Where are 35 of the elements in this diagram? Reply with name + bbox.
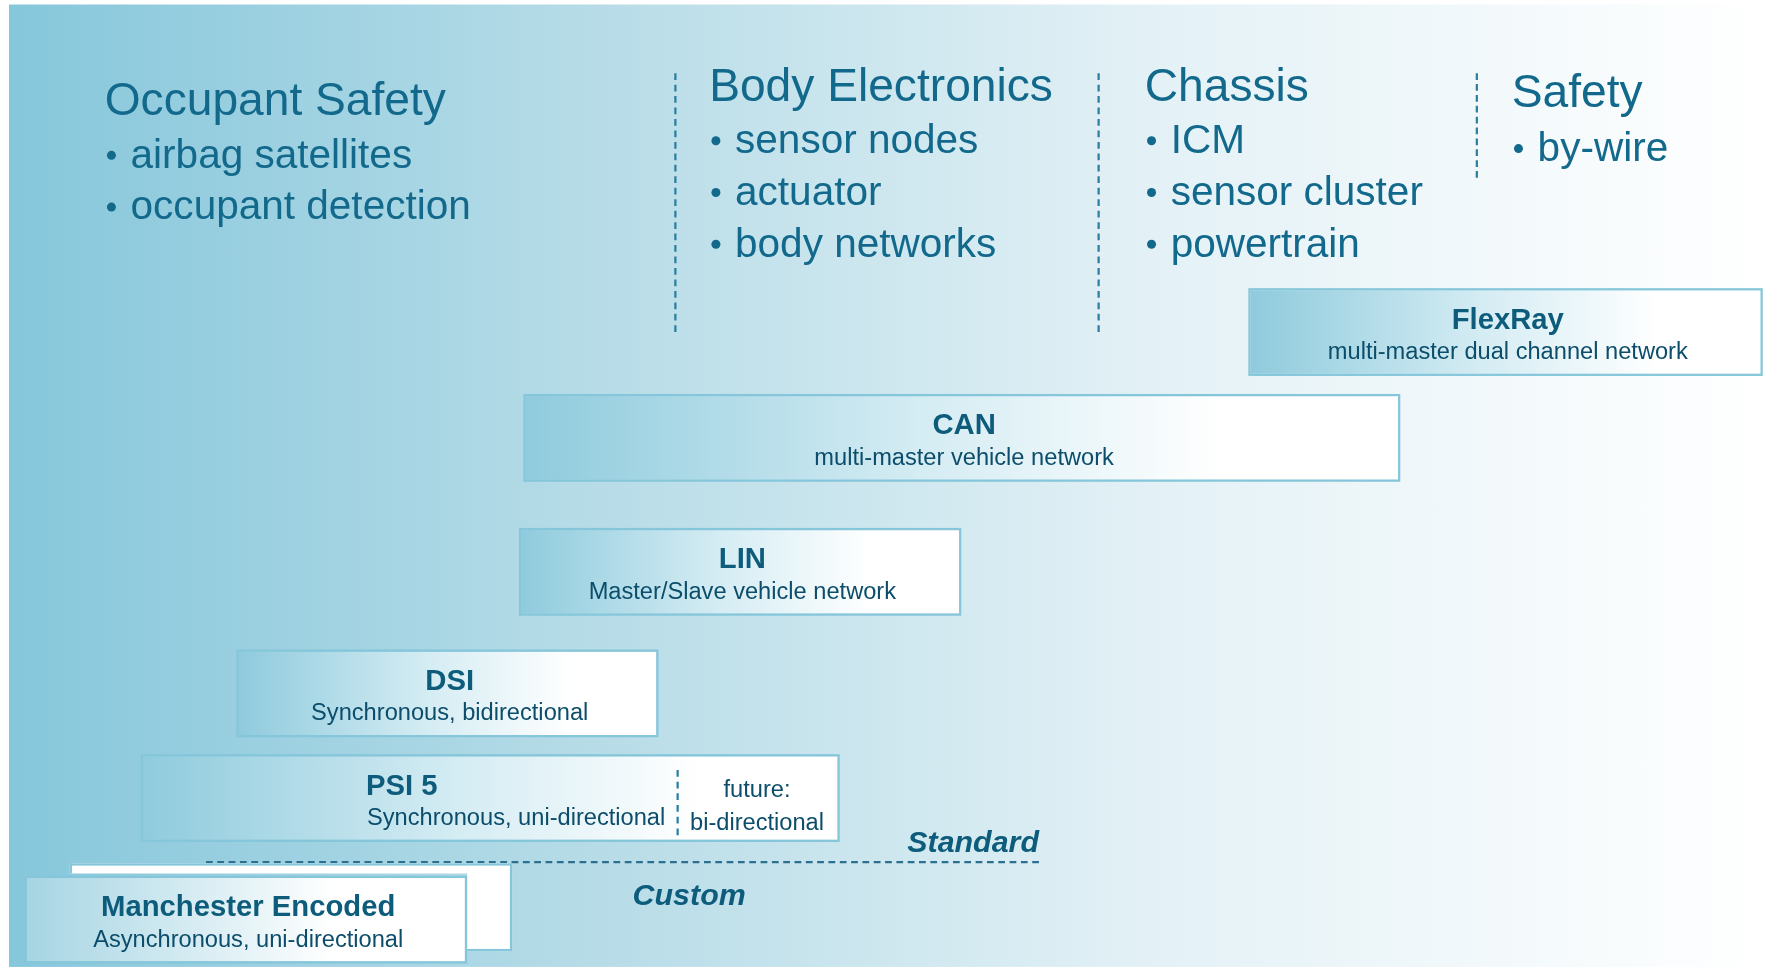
protocol-box [140, 754, 840, 842]
category-heading: Chassis [1144, 59, 1309, 113]
category-heading: Body Electronics [709, 59, 1053, 113]
protocol-name: FlexRay [1450, 301, 1565, 337]
protocol-box [236, 649, 659, 738]
region-label: Standard [907, 825, 1039, 860]
protocol-description: Synchronous, uni-directional [366, 803, 666, 831]
future-note: future: bi-directional [689, 774, 825, 837]
stacked-box [467, 863, 513, 952]
category-heading: Occupant Safety [104, 73, 446, 127]
application-item: occupant detection [130, 182, 471, 230]
application-item: powertrain [1170, 219, 1360, 267]
category-heading: Safety [1511, 65, 1643, 119]
application-item: ICM [1170, 115, 1245, 164]
protocol-description: multi-master dual channel network [1326, 337, 1689, 365]
application-item: airbag satellites [130, 130, 413, 178]
application-item: actuator [735, 167, 882, 215]
protocol-box [518, 527, 962, 616]
region-label: Custom [632, 878, 746, 913]
application-item: body networks [735, 219, 997, 267]
protocol-description: Synchronous, bidirectional [310, 699, 590, 727]
protocol-name: Manchester Encoded [100, 889, 397, 925]
protocol-description: Master/Slave vehicle network [587, 577, 898, 605]
protocol-box [24, 875, 468, 964]
application-item: by-wire [1537, 123, 1669, 172]
protocol-description: Asynchronous, uni-directional [92, 925, 405, 953]
protocol-name: DSI [424, 663, 476, 698]
protocol-name: CAN [931, 407, 997, 443]
protocol-box [523, 393, 1401, 482]
protocol-description: multi-master vehicle network [813, 443, 1115, 471]
protocol-box [1248, 288, 1763, 376]
application-item: sensor cluster [1170, 167, 1423, 215]
protocol-name: LIN [717, 541, 767, 577]
application-item: sensor nodes [735, 115, 979, 164]
protocol-name: PSI 5 [365, 767, 439, 803]
